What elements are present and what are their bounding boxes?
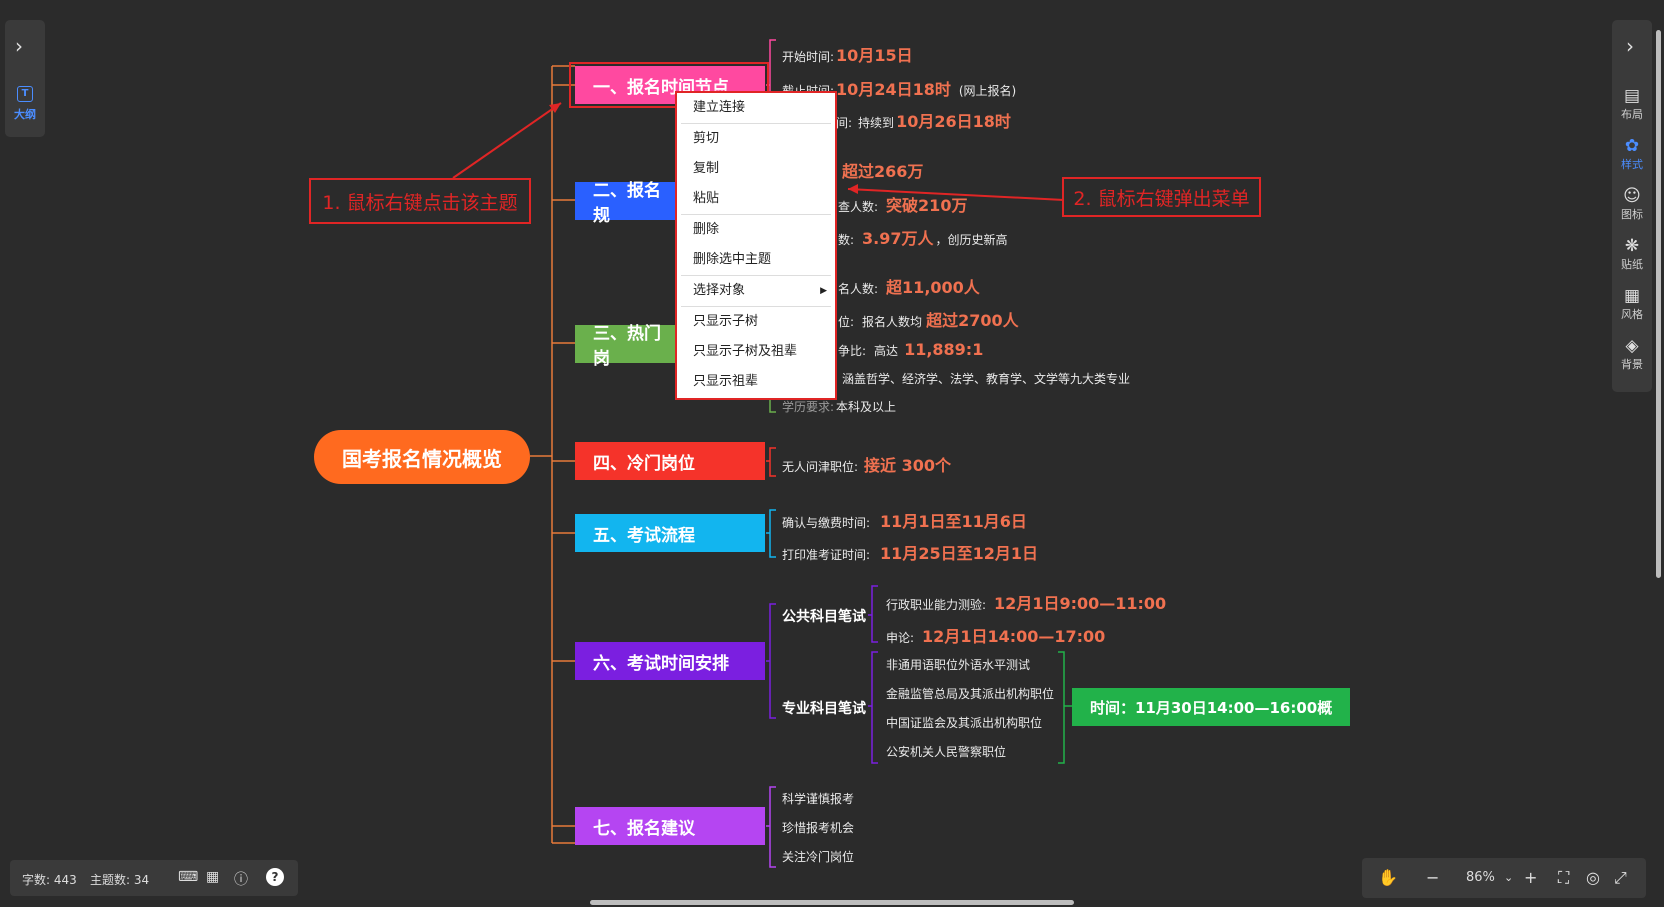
t7-item[interactable]: 珍惜报考机会 bbox=[782, 821, 855, 835]
icon-button[interactable]: ☺图标 bbox=[1621, 186, 1643, 221]
menu-item-connect[interactable]: 建立连接 bbox=[693, 100, 746, 115]
zoom-out-button[interactable]: − bbox=[1426, 868, 1440, 887]
smiley-icon: ☺ bbox=[1623, 186, 1641, 206]
fullscreen-icon[interactable]: ⤢ bbox=[1614, 868, 1627, 887]
menu-item-delete[interactable]: 删除 bbox=[693, 222, 720, 237]
annotation-2: 2. 鼠标右键弹出菜单 bbox=[1062, 177, 1261, 217]
style-button[interactable]: ✿样式 bbox=[1621, 136, 1643, 171]
zoom-level[interactable]: 86% bbox=[1466, 870, 1495, 885]
menu-item-select-object[interactable]: 选择对象 ▶ bbox=[677, 276, 835, 306]
status-bar: 字数: 443 主题数: 34 ⌨ ▦ ⓘ ? bbox=[10, 860, 298, 896]
root-topic[interactable]: 国考报名情况概览 bbox=[314, 430, 530, 484]
layout-button[interactable]: ▤布局 bbox=[1621, 86, 1643, 121]
menu-item-paste[interactable]: 粘贴 bbox=[693, 191, 720, 206]
t3-majors[interactable]: 涵盖哲学、经济学、法学、教育学、文学等九大类专业 bbox=[842, 372, 1131, 386]
topic-3[interactable]: 三、热门岗 bbox=[575, 324, 675, 369]
layers-icon: ◈ bbox=[1625, 336, 1639, 356]
t5-admission[interactable]: 打印准考证时间:11月25日至12月1日 bbox=[782, 544, 1038, 563]
outline-button[interactable]: T 大纲 bbox=[5, 86, 45, 122]
sticker-button[interactable]: ❋贴纸 bbox=[1621, 236, 1643, 271]
right-panel: › ▤布局 ✿样式 ☺图标 ❋贴纸 ▦风格 ◈背景 bbox=[1612, 20, 1652, 392]
info-icon[interactable]: ⓘ bbox=[234, 872, 248, 888]
sticker-icon: ❋ bbox=[1624, 236, 1640, 256]
submenu-arrow-icon: ▶ bbox=[820, 286, 827, 296]
menu-item-cut[interactable]: 剪切 bbox=[693, 131, 720, 146]
outline-label: 大纲 bbox=[14, 108, 36, 121]
t2-record[interactable]: 数:3.97万人，创历史新高 bbox=[838, 229, 1008, 248]
menu-separator bbox=[681, 306, 831, 307]
topic-4[interactable]: 四、冷门岗位 bbox=[575, 442, 765, 480]
t2-applicants[interactable]: 超过266万 bbox=[842, 162, 924, 181]
t5-payment[interactable]: 确认与缴费时间:11月1日至11月6日 bbox=[782, 512, 1027, 531]
expand-right-button[interactable]: › bbox=[1626, 34, 1634, 58]
expand-left-button[interactable]: › bbox=[15, 34, 23, 58]
menu-separator bbox=[681, 275, 831, 276]
t4-unpopular[interactable]: 无人问津职位:接近 300个 bbox=[782, 456, 952, 475]
word-count: 字数: 443 bbox=[22, 873, 77, 887]
help-icon[interactable]: ? bbox=[266, 868, 284, 886]
t6-pro-item[interactable]: 非通用语职位外语水平测试 bbox=[886, 658, 1031, 672]
t2-reviewed[interactable]: 查人数:突破210万 bbox=[838, 196, 968, 215]
t3-education[interactable]: 学历要求:本科及以上 bbox=[782, 400, 897, 414]
zoom-in-button[interactable]: + bbox=[1524, 868, 1538, 887]
t6-pro-item[interactable]: 金融监管总局及其派出机构职位 bbox=[886, 687, 1055, 701]
t6-public-a[interactable]: 行政职业能力测验:12月1日9:00—11:00 bbox=[886, 594, 1167, 613]
t6-pro-item[interactable]: 中国证监会及其派出机构职位 bbox=[886, 716, 1043, 730]
t6-pro-item[interactable]: 公安机关人民警察职位 bbox=[886, 745, 1007, 759]
t7-item[interactable]: 关注冷门岗位 bbox=[782, 850, 855, 864]
layout-icon: ▤ bbox=[1623, 86, 1641, 106]
chevron-down-icon[interactable]: ⌄ bbox=[1504, 871, 1514, 884]
locate-icon[interactable]: ◎ bbox=[1586, 868, 1600, 887]
fit-screen-icon[interactable]: ⛶ bbox=[1558, 868, 1570, 887]
grid-icon: ▦ bbox=[1623, 286, 1641, 306]
topic-7[interactable]: 七、报名建议 bbox=[575, 807, 765, 845]
keyboard-icon[interactable]: ⌨ bbox=[178, 869, 199, 885]
topic-2[interactable]: 二、报名规 bbox=[575, 181, 675, 226]
zoom-bar: ✋ − 86% ⌄ + ⛶ ◎ ⤢ bbox=[1362, 858, 1646, 898]
menu-separator bbox=[681, 123, 831, 124]
annotation-1: 1. 鼠标右键点击该主题 bbox=[309, 178, 531, 224]
topic-6[interactable]: 六、考试时间安排 bbox=[575, 642, 765, 680]
theme-style-button[interactable]: ▦风格 bbox=[1621, 286, 1643, 321]
selected-topic-outline bbox=[569, 62, 769, 108]
vertical-scrollbar[interactable] bbox=[1656, 30, 1661, 578]
menu-item-ancestors[interactable]: 只显示祖辈 bbox=[693, 374, 759, 389]
t6-public-b[interactable]: 申论:12月1日14:00—17:00 bbox=[886, 627, 1106, 646]
palette-icon: ✿ bbox=[1624, 136, 1640, 156]
left-panel: › T 大纲 bbox=[5, 20, 45, 137]
outline-icon: T bbox=[17, 86, 33, 102]
t3-applicants[interactable]: 名人数:超11,000人 bbox=[838, 278, 980, 297]
topic-count: 主题数: 34 bbox=[90, 873, 150, 887]
background-button[interactable]: ◈背景 bbox=[1621, 336, 1643, 371]
hand-icon[interactable]: ✋ bbox=[1378, 868, 1398, 887]
menu-separator bbox=[681, 214, 831, 215]
menu-item-subtree-ancestors[interactable]: 只显示子树及祖辈 bbox=[693, 344, 798, 359]
menu-item-subtree[interactable]: 只显示子树 bbox=[693, 314, 759, 329]
t6-pro-exam[interactable]: 专业科目笔试 bbox=[782, 701, 866, 717]
t1-start-time[interactable]: 开始时间:10月15日 bbox=[782, 46, 913, 65]
t3-positions[interactable]: 位:报名人数均超过2700人 bbox=[838, 311, 1019, 330]
menu-item-copy[interactable]: 复制 bbox=[693, 161, 720, 176]
topic-5[interactable]: 五、考试流程 bbox=[575, 514, 765, 552]
t7-item[interactable]: 科学谨慎报考 bbox=[782, 792, 855, 806]
t6-pro-time[interactable]: 时间：11月30日14:00—16:00概 bbox=[1072, 688, 1350, 726]
minimap-icon[interactable]: ▦ bbox=[206, 869, 220, 885]
horizontal-scrollbar[interactable] bbox=[590, 900, 1074, 905]
t6-public-exam[interactable]: 公共科目笔试 bbox=[782, 609, 866, 625]
context-menu: 建立连接 剪切 复制 粘贴 删除 删除选中主题 选择对象 ▶ 只显示子树 只显示… bbox=[675, 91, 837, 400]
menu-item-delete-selected[interactable]: 删除选中主题 bbox=[693, 252, 772, 267]
